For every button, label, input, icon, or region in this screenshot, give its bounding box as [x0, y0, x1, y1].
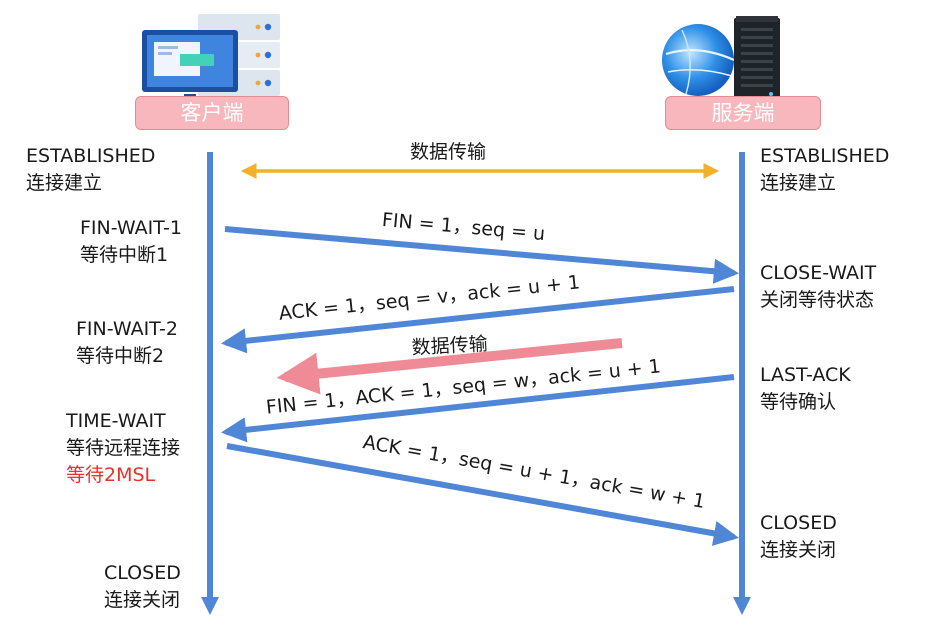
client-state-established: ESTABLISHED 连接建立: [26, 143, 155, 197]
client-state-time-wait: TIME-WAIT 等待远程连接 等待2MSL: [66, 408, 180, 489]
data-transfer-label: 数据传输: [410, 141, 486, 163]
state-name: ESTABLISHED: [26, 145, 156, 167]
server-state-close-wait: CLOSE-WAIT 关闭等待状态: [760, 260, 876, 314]
computer-icon: [142, 14, 280, 100]
state-description: 连接建立: [26, 172, 103, 194]
state-name: FIN-WAIT-2: [76, 318, 178, 340]
server-state-closed: CLOSED 连接关闭: [760, 510, 837, 564]
state-description: 连接关闭: [104, 589, 181, 611]
state-description: 连接建立: [760, 172, 837, 194]
state-name: CLOSED: [760, 512, 837, 534]
client-state-closed: CLOSED 连接关闭: [104, 560, 181, 614]
residual-data-arrow: [276, 338, 623, 395]
server-state-established: ESTABLISHED 连接建立: [760, 143, 889, 197]
state-note-2msl: 等待2MSL: [66, 464, 156, 486]
final-ack-arrow: [226, 443, 739, 546]
client-host-label: 客户端: [135, 96, 289, 130]
state-name: CLOSED: [104, 562, 181, 584]
fin-label: FIN = 1，seq = u: [381, 209, 546, 245]
fin-arrow: [224, 226, 740, 284]
state-description: 等待确认: [760, 391, 837, 413]
client-state-fin-wait-1: FIN-WAIT-1 等待中断1: [80, 215, 182, 269]
state-description: 等待中断2: [76, 345, 165, 367]
state-name: FIN-WAIT-1: [80, 217, 182, 239]
server-state-last-ack: LAST-ACK 等待确认: [760, 362, 851, 416]
state-description: 等待中断1: [80, 244, 169, 266]
state-name: LAST-ACK: [760, 364, 851, 386]
server-globe-icon: [662, 16, 780, 102]
client-state-fin-wait-2: FIN-WAIT-2 等待中断2: [76, 316, 178, 370]
state-name: ESTABLISHED: [760, 145, 890, 167]
server-host-label: 服务端: [665, 96, 821, 130]
state-description: 连接关闭: [760, 539, 837, 561]
state-name: CLOSE-WAIT: [760, 262, 877, 284]
state-name: TIME-WAIT: [66, 410, 166, 432]
fin-ack-arrow: [220, 374, 735, 443]
ack-label: ACK = 1，seq = v，ack = u + 1: [278, 271, 581, 325]
state-description: 等待远程连接: [66, 437, 181, 459]
residual-data-label: 数据传输: [411, 333, 488, 359]
state-description: 关闭等待状态: [760, 289, 875, 311]
ack-arrow: [220, 286, 735, 354]
